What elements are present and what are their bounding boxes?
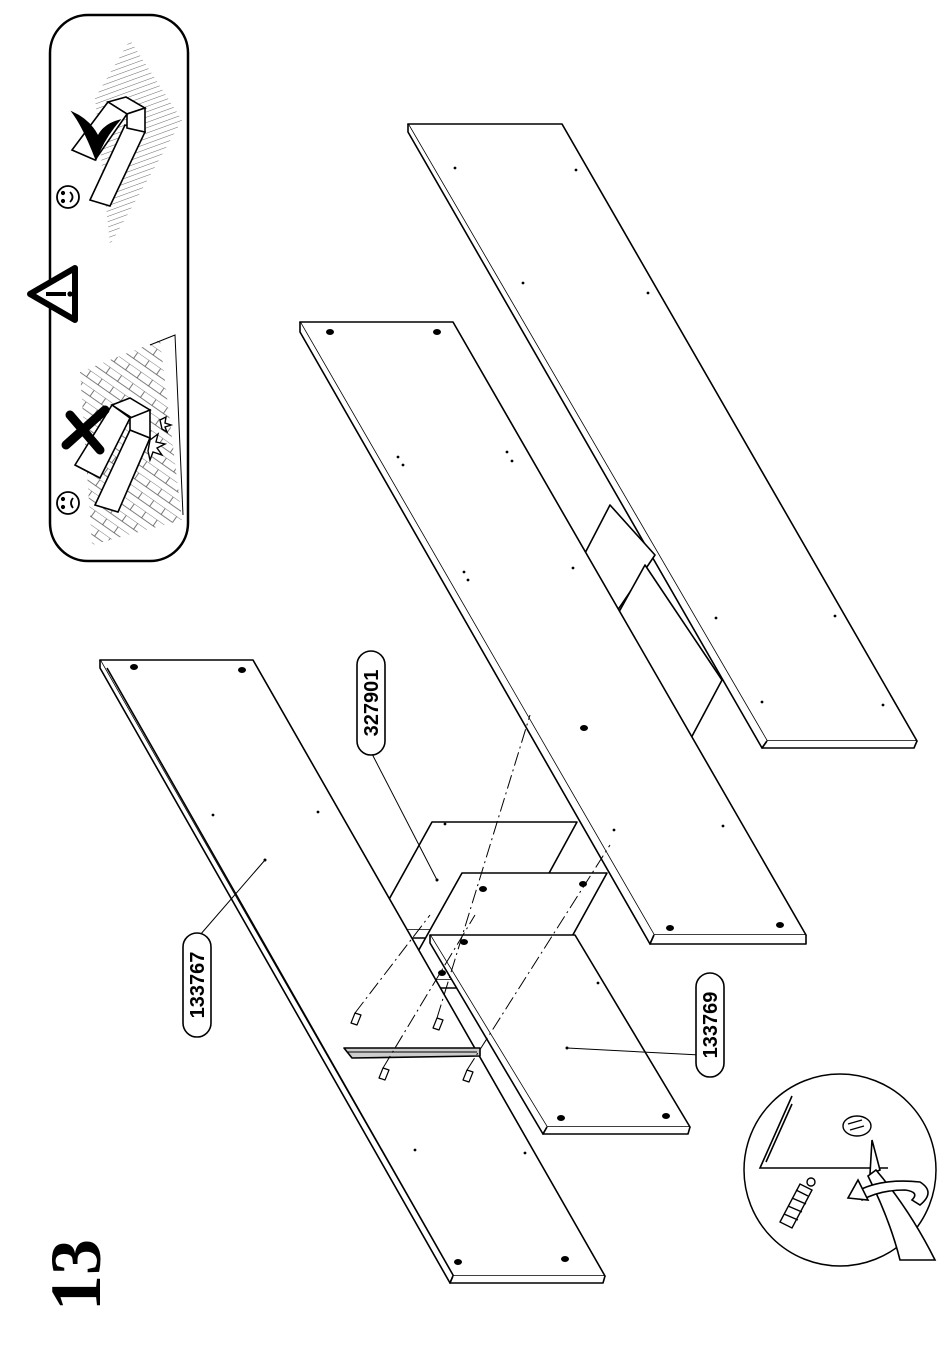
part-number-327901: 327901	[361, 670, 383, 737]
part-number-133767: 133767	[187, 952, 209, 1019]
part-label-133769: 133769	[696, 973, 724, 1077]
part-label-133767: 133767	[183, 933, 211, 1037]
cam-lock-icon	[843, 1116, 871, 1136]
warning-panel	[30, 15, 188, 561]
step-number: 13	[36, 1239, 116, 1311]
part-number-133769: 133769	[700, 992, 722, 1059]
part-label-327901: 327901	[357, 651, 385, 755]
detail-inset	[744, 1074, 936, 1266]
metal-rail	[344, 1048, 480, 1058]
